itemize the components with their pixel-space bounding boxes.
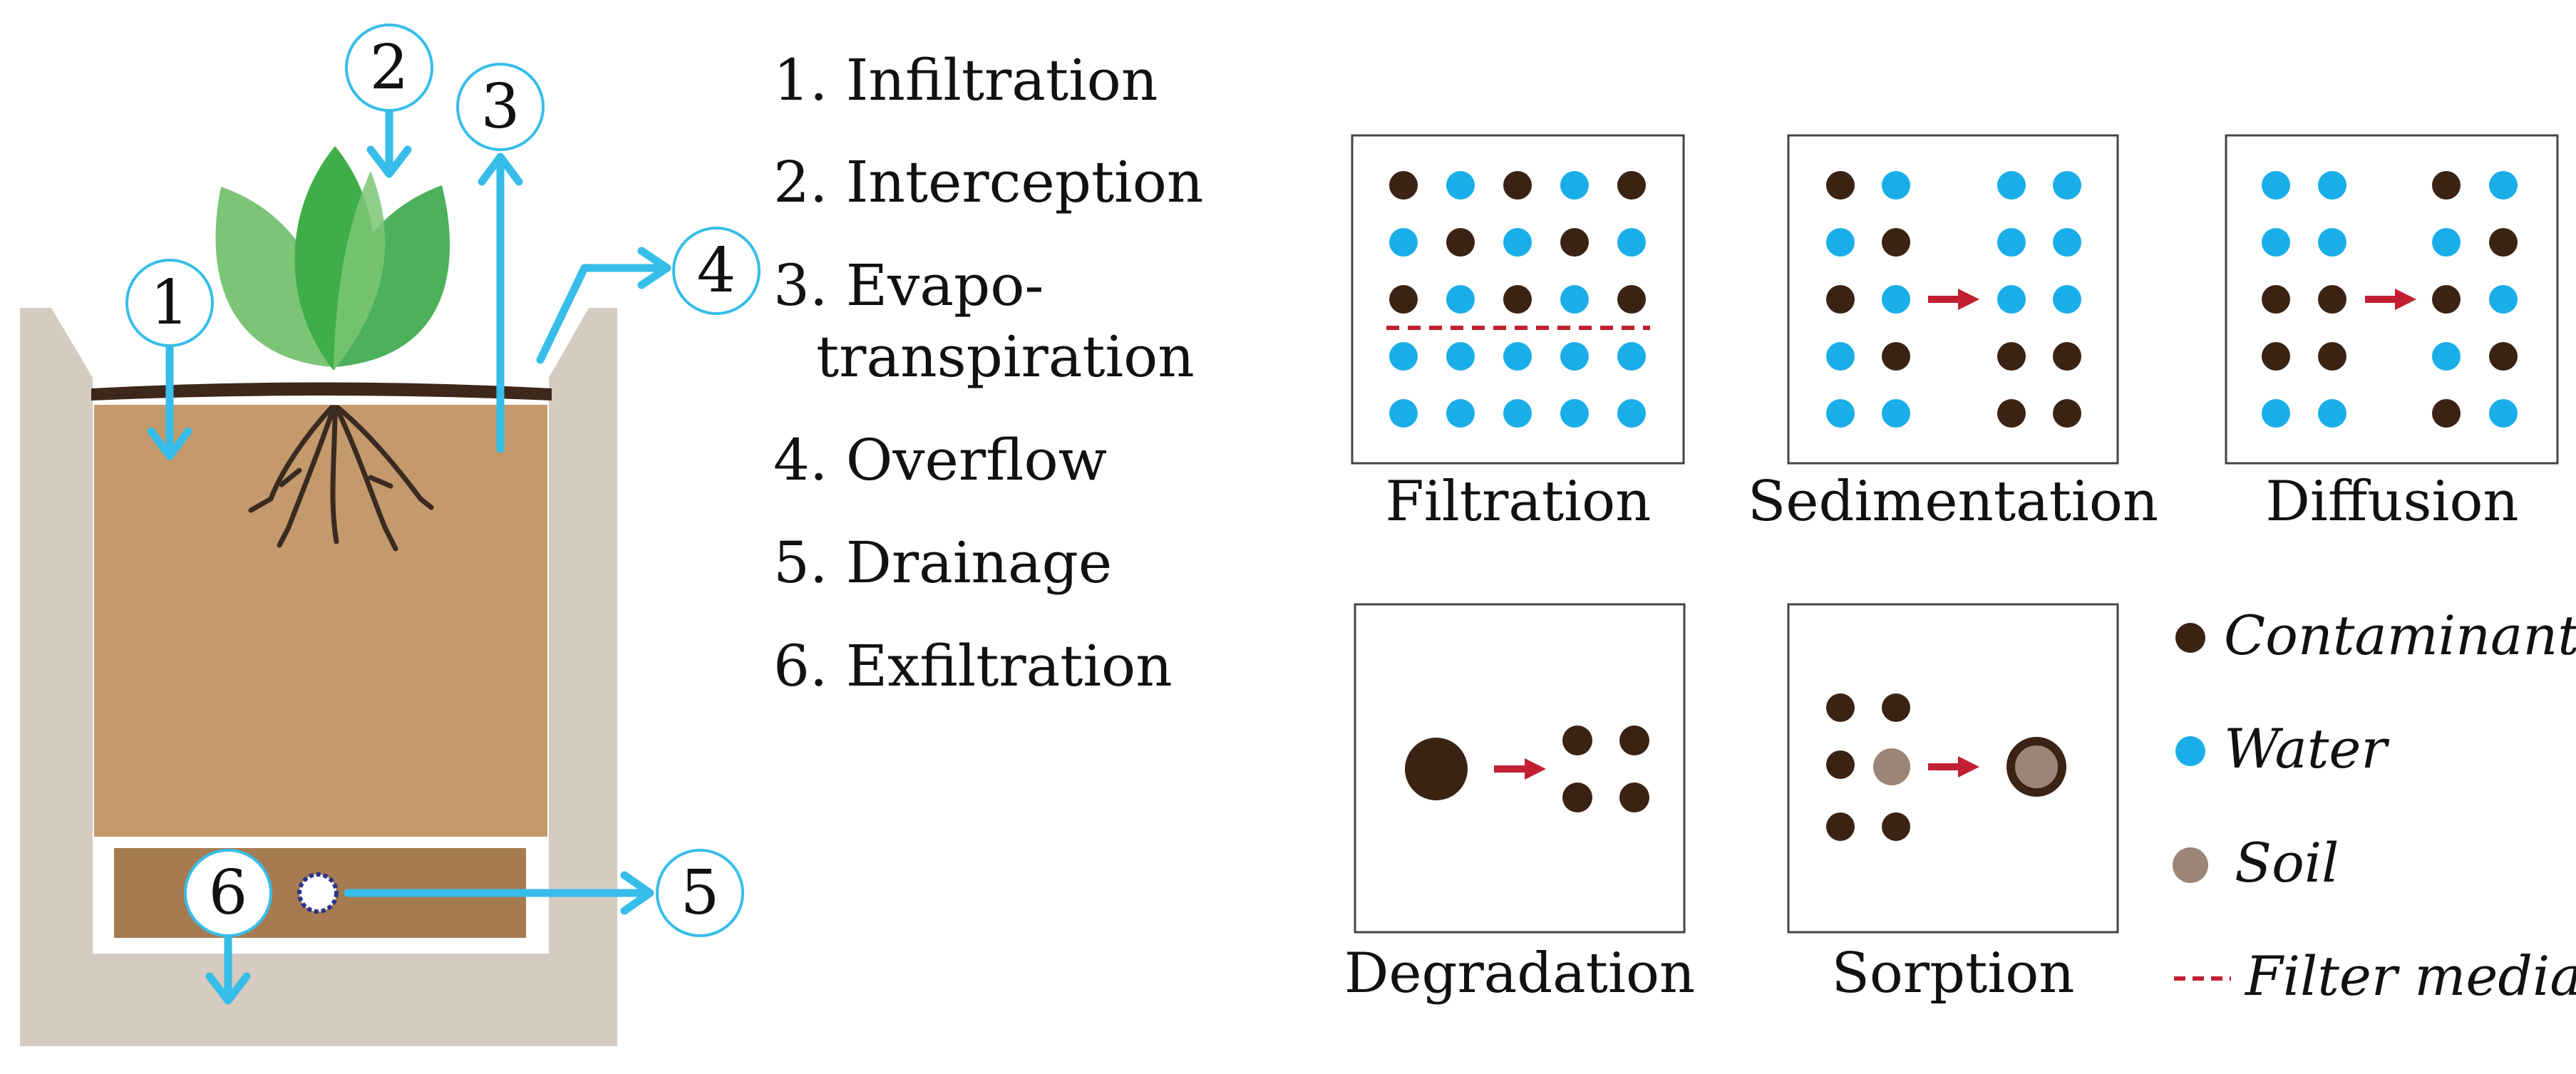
process-list: 1. Infiltration 2. Interception 3. Evapo… bbox=[773, 47, 1203, 699]
legend-soil-label: Soil bbox=[2235, 831, 2339, 894]
panel-diffusion bbox=[2225, 134, 2559, 465]
contaminant-dot-icon bbox=[2175, 623, 2205, 653]
process-drainage: 5. Drainage bbox=[773, 530, 1112, 596]
panel-sedimentation bbox=[1787, 134, 2119, 465]
legend: Contaminant Water Soil Filter media bbox=[2173, 604, 2576, 1008]
marker-5: 5 bbox=[656, 849, 744, 937]
mechanism-panels: Filtration Sedimentation Diffusion Degra… bbox=[1344, 134, 2559, 1006]
filtration-particles bbox=[1389, 171, 1646, 428]
process-infiltration: 1. Infiltration bbox=[773, 47, 1158, 113]
leaf bbox=[215, 187, 332, 367]
sedimentation-after bbox=[1997, 171, 2081, 428]
mulch-surface bbox=[91, 382, 552, 401]
marker-3-label: 3 bbox=[481, 71, 520, 143]
water-dot-icon bbox=[2175, 736, 2205, 766]
marker-1: 1 bbox=[125, 259, 214, 347]
process-markers: 1 2 3 4 5 6 bbox=[125, 24, 761, 937]
diffusion-after bbox=[2432, 171, 2518, 428]
caption-filtration: Filtration bbox=[1386, 470, 1652, 534]
process-interception: 2. Interception bbox=[773, 149, 1203, 215]
caption-sedimentation: Sedimentation bbox=[1748, 470, 2158, 534]
panel-sorption bbox=[1787, 603, 2119, 934]
planting-soil-layer bbox=[94, 405, 547, 837]
overflow-arrow bbox=[536, 264, 666, 364]
plant bbox=[215, 146, 450, 371]
legend-soil: Soil bbox=[2173, 831, 2339, 894]
legend-filter-media-label: Filter media bbox=[2244, 944, 2576, 1008]
marker-1-label: 1 bbox=[150, 267, 190, 339]
marker-6-label: 6 bbox=[209, 857, 248, 929]
marker-5-label: 5 bbox=[681, 857, 720, 929]
sedimentation-before bbox=[1826, 171, 1910, 428]
sorption-before bbox=[1826, 693, 1910, 841]
large-contaminant bbox=[1405, 738, 1468, 800]
diffusion-before bbox=[2262, 171, 2346, 428]
bioretention-cross-section: 1 2 3 4 5 6 bbox=[20, 24, 761, 1046]
degraded-contaminants bbox=[1562, 726, 1649, 812]
leaf bbox=[334, 171, 386, 371]
caption-sorption: Sorption bbox=[1831, 941, 2074, 1006]
ground bbox=[20, 308, 617, 1046]
panel-captions: Filtration Sedimentation Diffusion Degra… bbox=[1344, 470, 2519, 1006]
underdrain-pipe-icon bbox=[297, 872, 339, 914]
marker-2-label: 2 bbox=[370, 32, 409, 103]
panel-filtration bbox=[1351, 134, 1685, 465]
sorbed-soil-particle bbox=[2006, 737, 2066, 797]
legend-water-label: Water bbox=[2224, 717, 2390, 780]
marker-6: 6 bbox=[184, 849, 272, 937]
marker-2: 2 bbox=[345, 24, 433, 112]
legend-contaminant-label: Contaminant bbox=[2224, 604, 2576, 667]
process-overflow: 4. Overflow bbox=[773, 427, 1107, 493]
soil-dot-icon bbox=[2173, 847, 2208, 883]
legend-contaminant: Contaminant bbox=[2175, 604, 2576, 667]
marker-4: 4 bbox=[672, 227, 761, 315]
marker-3: 3 bbox=[456, 63, 545, 151]
marker-4-label: 4 bbox=[697, 235, 736, 306]
caption-degradation: Degradation bbox=[1344, 941, 1695, 1006]
panel-degradation bbox=[1354, 603, 1686, 934]
flow-arrows bbox=[147, 104, 671, 1005]
process-exfiltration: 6. Exfiltration bbox=[773, 633, 1173, 699]
legend-filter-media: Filter media bbox=[2174, 944, 2576, 1008]
process-evapotranspiration-line-2: transpiration bbox=[816, 324, 1195, 390]
caption-diffusion: Diffusion bbox=[2265, 470, 2518, 534]
process-evapotranspiration-line-1: 3. Evapo- bbox=[773, 252, 1044, 319]
plant-roots bbox=[248, 405, 434, 552]
legend-water: Water bbox=[2175, 717, 2390, 780]
